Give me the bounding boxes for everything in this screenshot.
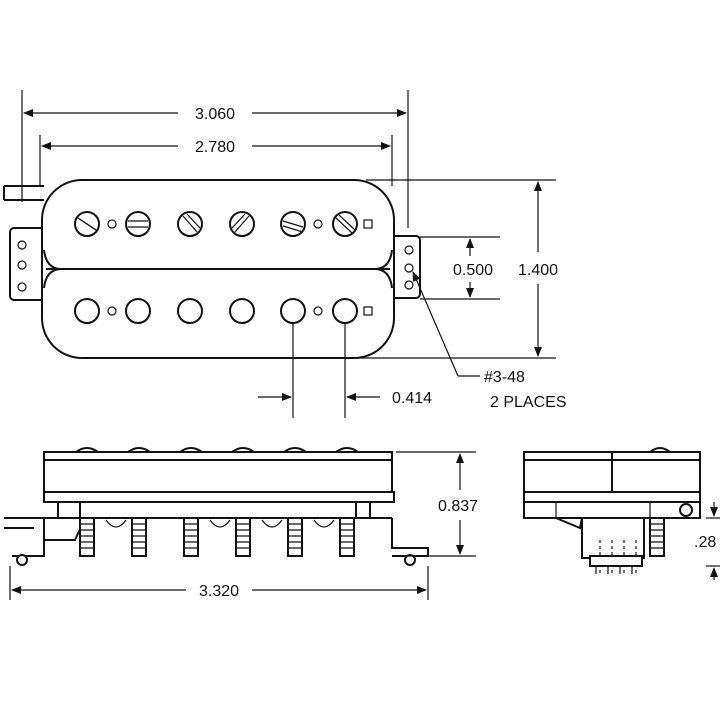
- pole-tops: [75, 447, 359, 453]
- mount-screw-callout: #3-48 2 PLACES: [412, 271, 566, 411]
- slug-pole-row: [74, 298, 373, 324]
- dim-pole-pitch: 0.414: [258, 323, 432, 418]
- height-label: 0.837: [438, 498, 478, 515]
- left-mounting-ear: [9, 227, 45, 301]
- overall-length-label: 3.060: [195, 106, 235, 123]
- end-view: .28: [523, 447, 720, 580]
- end-coil-left: [523, 451, 613, 493]
- end-coil-right: [611, 451, 701, 493]
- screw-pole-row: [74, 211, 373, 237]
- dim-pole-spacing: 0.500: [420, 236, 500, 300]
- side-cover: [43, 451, 393, 493]
- dim-cover-length: 2.780: [41, 139, 391, 156]
- dim-base-length: 3.320: [9, 566, 429, 600]
- width-label: 1.400: [518, 262, 558, 279]
- pole-pitch-label: 0.414: [392, 390, 432, 407]
- side-partial-label: .28: [694, 534, 716, 551]
- dim-overall-length: 3.060: [23, 106, 407, 123]
- mount-screw-count-label: 2 PLACES: [490, 394, 566, 411]
- side-view: 0.837 3.320: [4, 447, 478, 600]
- dim-side-partial: .28: [694, 502, 720, 580]
- dim-height: 0.837: [396, 451, 478, 557]
- pole-spacing-label: 0.500: [453, 262, 493, 279]
- cover-length-label: 2.780: [195, 139, 235, 156]
- side-baseplate: [43, 491, 395, 503]
- top-view: 3.060 2.780: [3, 90, 566, 418]
- base-length-label: 3.320: [199, 583, 239, 600]
- dim-width: 1.400: [356, 179, 558, 359]
- mount-screw-label: #3-48: [484, 369, 525, 386]
- threaded-screws: [79, 517, 355, 557]
